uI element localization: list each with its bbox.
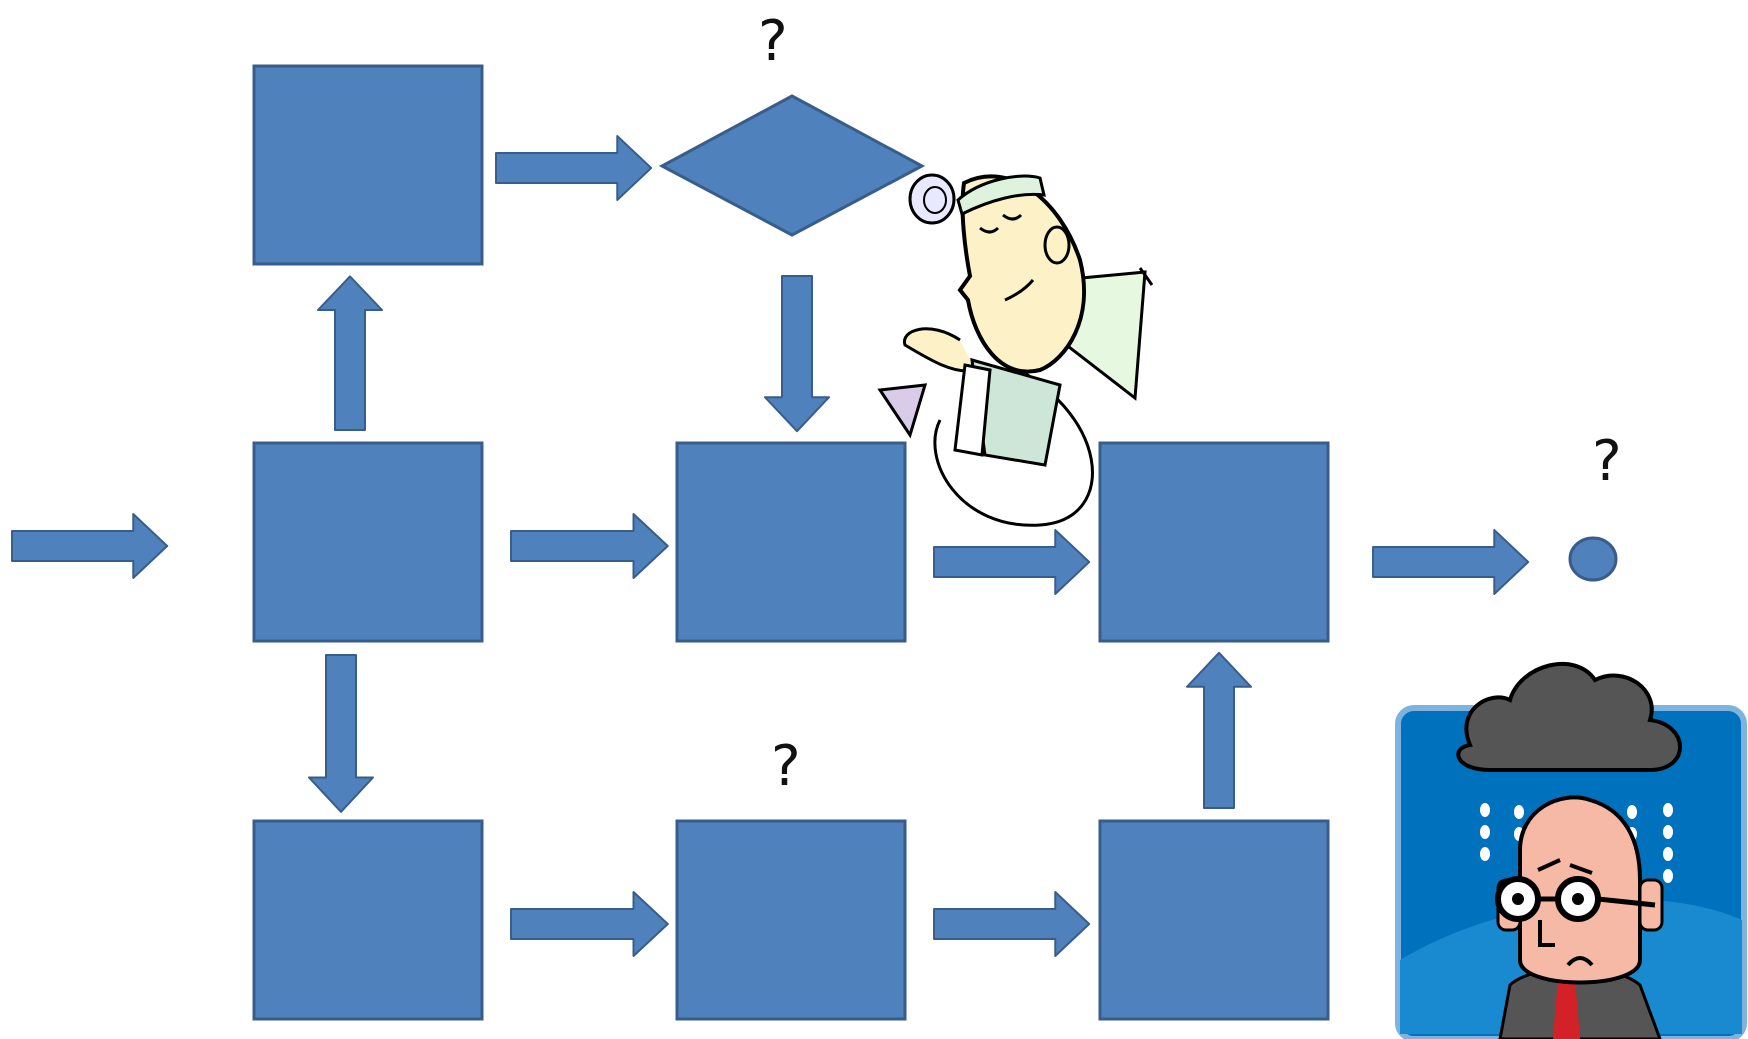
top-left-box [252, 64, 484, 266]
bottom-right-box [1098, 819, 1330, 1021]
doctor-illustration [877, 173, 1154, 527]
arrow-diamond-to-mid-center [764, 275, 830, 433]
arrow-mid-left-to-bottom-left [308, 654, 374, 813]
question-mark-top: ? [758, 9, 788, 74]
end-circle [1568, 536, 1618, 582]
mid-right-box [1098, 441, 1330, 643]
bottom-left-box [252, 819, 484, 1021]
arrow-mid-left-to-mid-center [510, 513, 669, 579]
question-mark-bottom: ? [771, 734, 801, 799]
arrow-top-left-to-diamond [495, 135, 653, 201]
arrow-mid-center-to-mid-right [933, 529, 1091, 595]
arrow-bottom-left-to-bottom-center [510, 891, 669, 957]
arrow-bottom-right-to-mid-right [1186, 651, 1252, 809]
decision-diamond [658, 94, 926, 237]
sad-man-rain-cloud-illustration [1395, 662, 1747, 1039]
arrow-mid-right-to-end [1372, 529, 1530, 595]
mid-left-box [252, 441, 484, 643]
mid-center-box [675, 441, 907, 643]
arrow-mid-left-to-top-left [317, 275, 383, 431]
bottom-center-box [675, 819, 907, 1021]
question-mark-right: ? [1592, 429, 1622, 494]
arrow-start-to-mid-left [11, 513, 169, 579]
arrow-bottom-center-to-bottom-right [933, 891, 1091, 957]
